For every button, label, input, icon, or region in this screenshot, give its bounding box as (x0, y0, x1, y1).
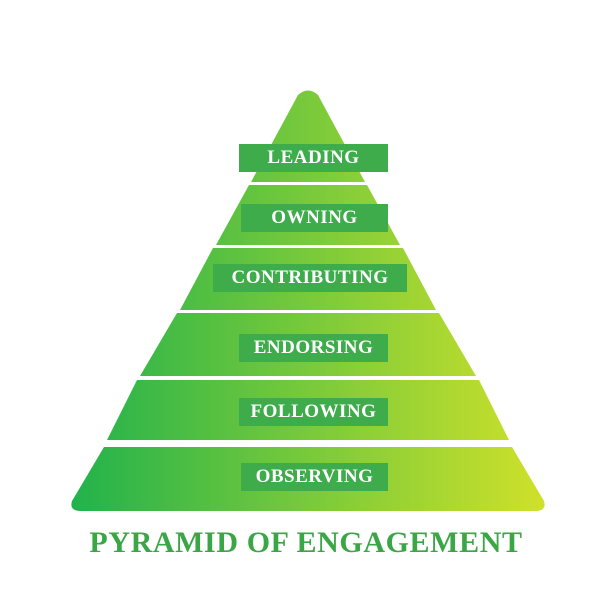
tier-label-observing: OBSERVING (241, 463, 388, 491)
tier-label-owning: OWNING (241, 204, 388, 232)
tier-label-contributing: CONTRIBUTING (213, 264, 407, 292)
diagram-title: PYRAMID OF ENGAGEMENT (89, 526, 523, 559)
tier-label-following: FOLLOWING (239, 398, 388, 426)
tier-label-endorsing: ENDORSING (239, 334, 388, 362)
tier-label-leading: LEADING (239, 144, 388, 172)
